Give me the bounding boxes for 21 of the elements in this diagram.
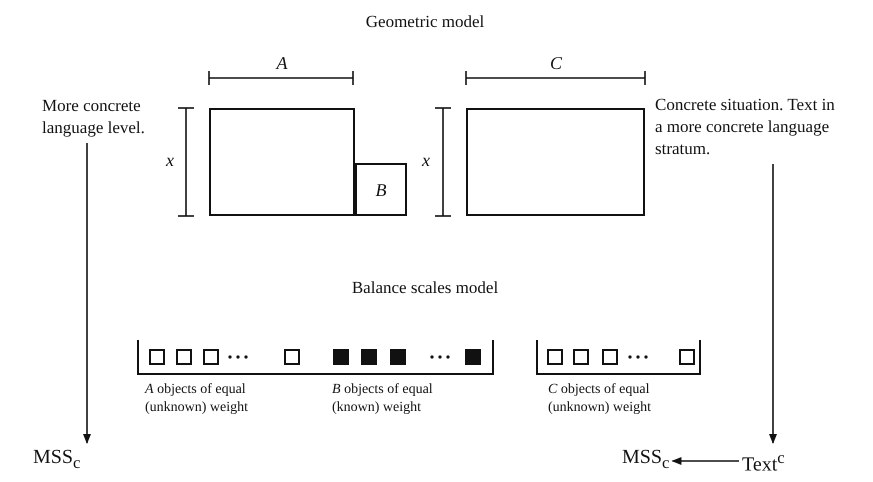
arrow [671,457,739,465]
level-note: More concrete language level. [42,95,164,139]
arrow [769,164,777,444]
dimension-label: A [276,53,288,73]
caption: C objects of equal (unknown) weight [548,381,652,417]
arrow [83,143,91,444]
shape-label: B [376,178,386,200]
square [355,163,407,216]
dimension-label: x [166,150,174,170]
heading: Geometric model [366,12,484,32]
symbol-label: MSS$_{c}$ [622,445,670,475]
situation-note: Concrete situation. Text in a more concrete language stratum. [655,94,835,160]
symbol-label: Text$^{c}$ [742,445,785,478]
caption: A objects of equal (unknown) weight [145,381,250,417]
caption: B objects of equal (known) weight [332,381,434,417]
rectangle [466,108,645,216]
heading: Balance scales model [352,278,498,298]
rectangle [209,108,355,216]
dimension-label: x [422,150,430,170]
dimension-label: C [550,53,562,73]
symbol-label: MSS$_{c}$ [33,445,80,475]
